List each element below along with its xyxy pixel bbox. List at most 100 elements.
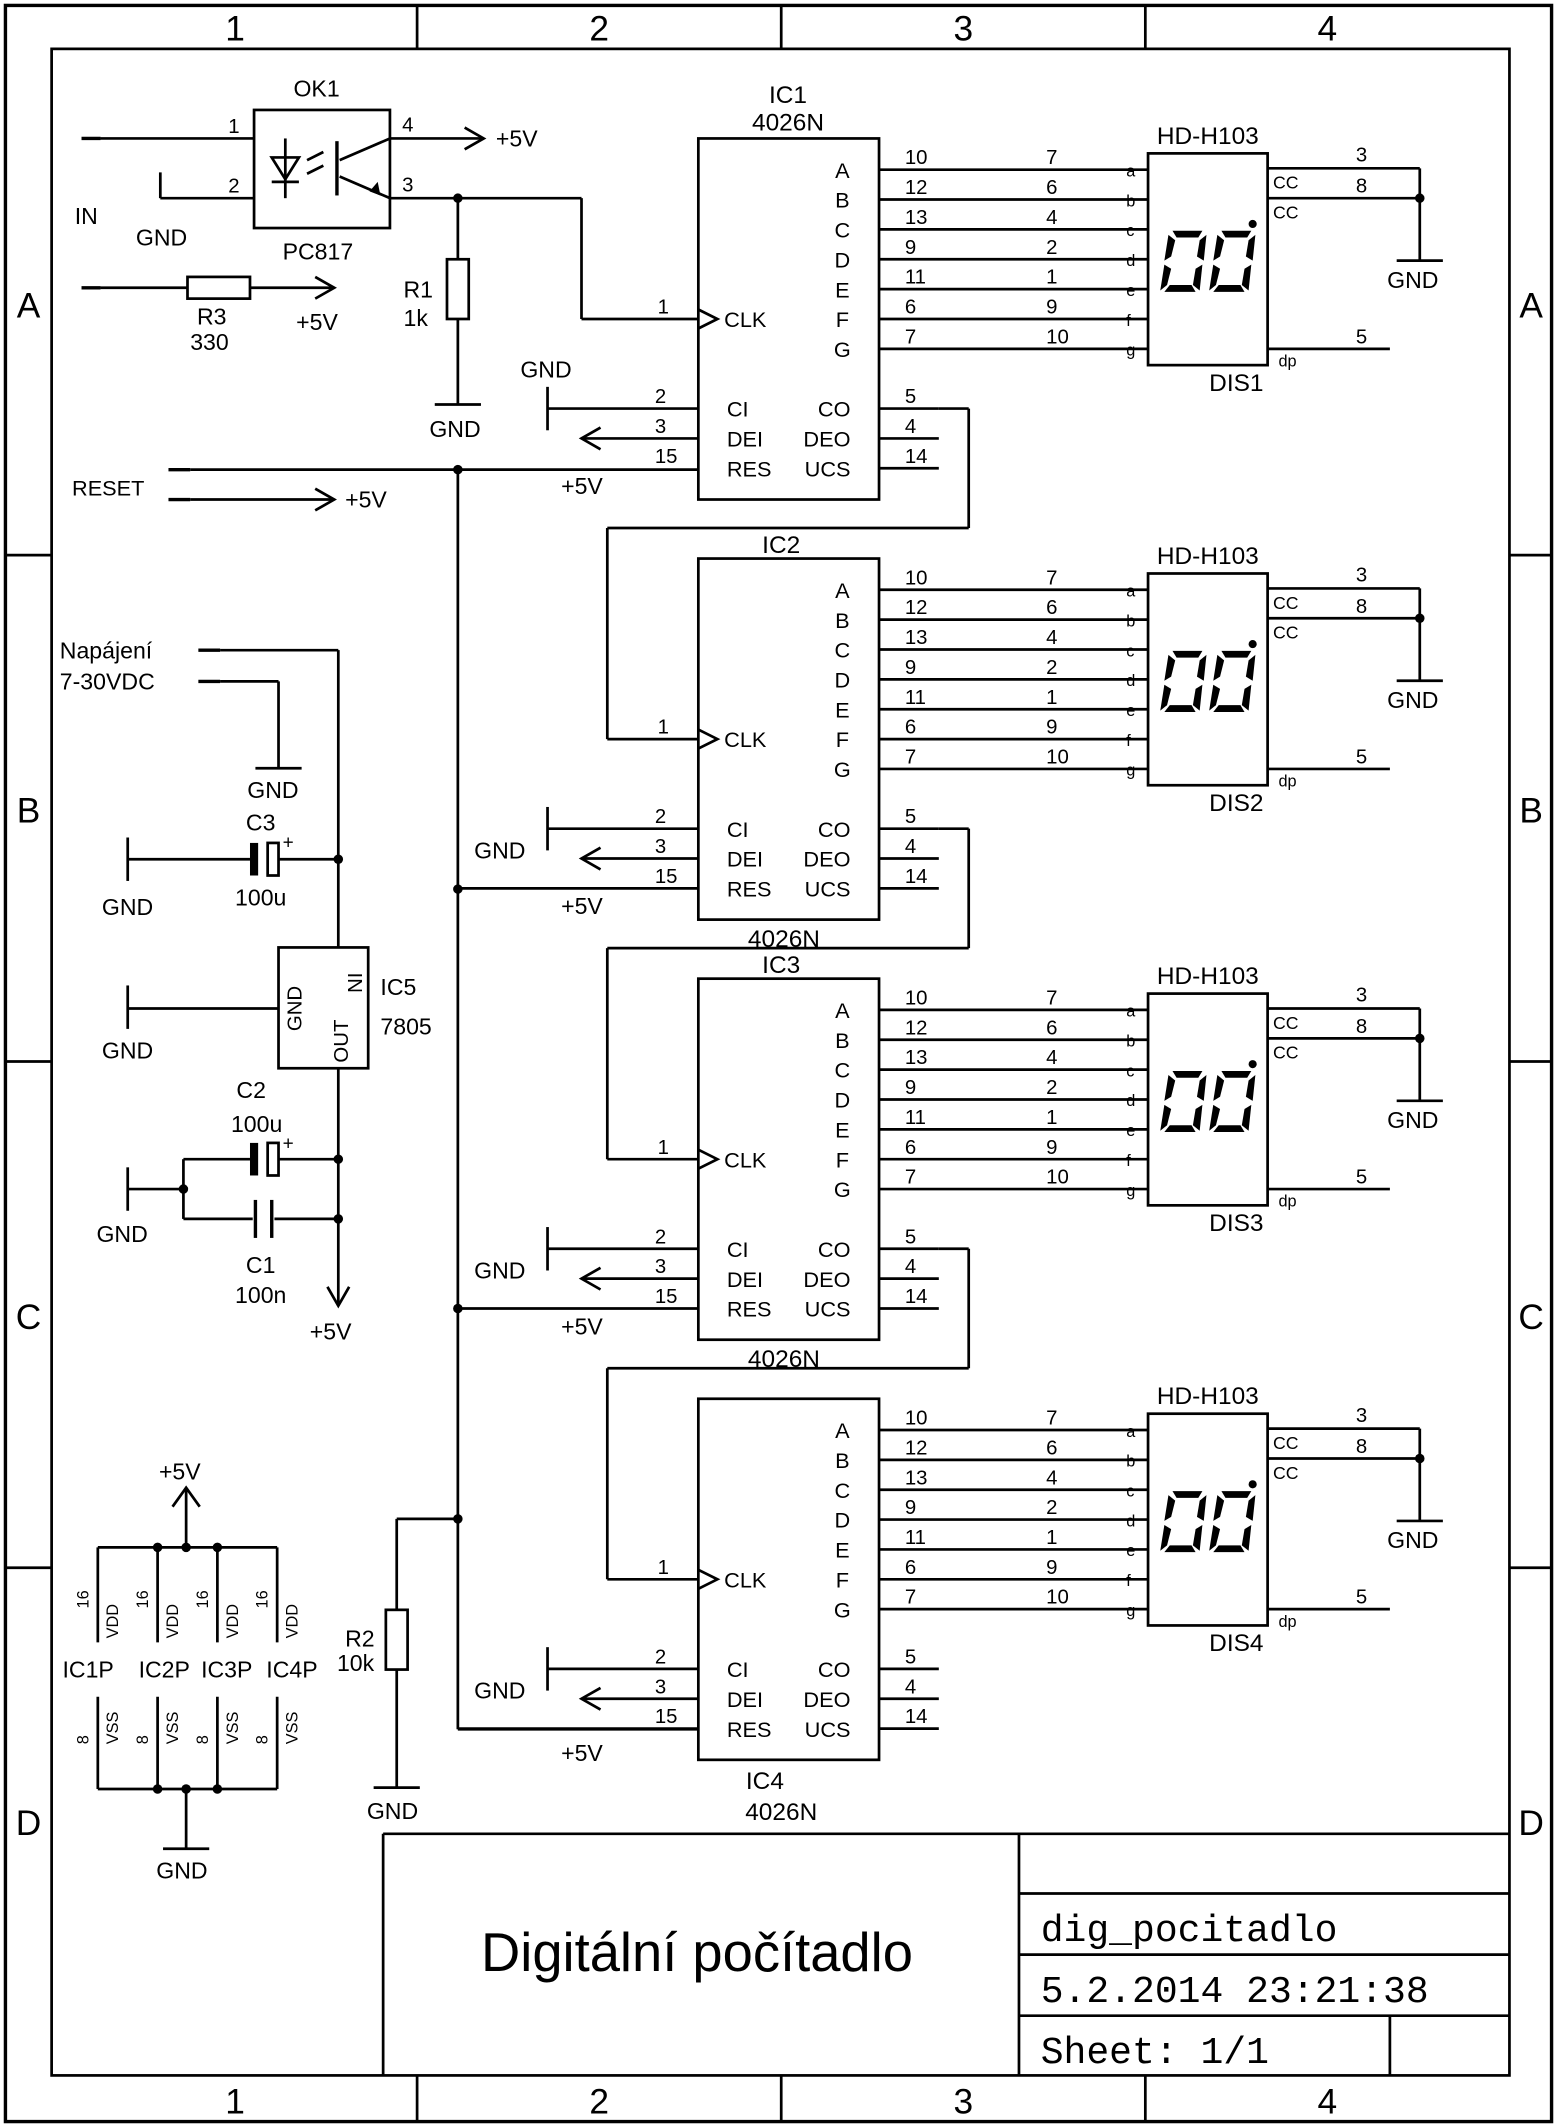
gnd-label: GND xyxy=(429,416,480,442)
display-segment-label: c xyxy=(1126,1062,1134,1080)
display-segment xyxy=(1164,1545,1196,1553)
display-segment-pin: 6 xyxy=(1046,1017,1057,1039)
gnd-label: GND xyxy=(156,1858,207,1884)
display-dp-pin: 5 xyxy=(1356,1167,1367,1189)
resistor-name: R1 xyxy=(404,276,434,302)
counter-output-pin: 7 xyxy=(905,1167,916,1189)
reset-bus: R2 10k GND xyxy=(337,464,699,1824)
decimal-point xyxy=(1248,1480,1257,1489)
gnd-label: GND xyxy=(1387,687,1438,713)
vcc-label: +5V xyxy=(496,126,538,152)
display-segment-label: c xyxy=(1126,222,1134,240)
display-cc-label: CC xyxy=(1273,1463,1299,1483)
counter-left-pin: 2 xyxy=(655,386,666,408)
arrow xyxy=(578,426,602,451)
display-cc-label: CC xyxy=(1273,1013,1299,1033)
display-segment xyxy=(1192,1104,1203,1131)
counter-left-label: DEI xyxy=(727,427,763,452)
counter-clk-label: CLK xyxy=(724,307,767,332)
counter-left-pin: 2 xyxy=(655,1226,666,1248)
display-segment xyxy=(1241,1104,1252,1131)
vss-pin-num: 8 xyxy=(254,1735,272,1744)
counter-output-pin: 10 xyxy=(905,567,928,589)
display-segment xyxy=(1164,654,1176,681)
display-segment-label: g xyxy=(1126,762,1135,780)
display-cc-label: CC xyxy=(1273,203,1299,223)
counter-part: 4026N xyxy=(745,1799,817,1826)
display-segment-pin: 10 xyxy=(1046,326,1069,348)
display-segment xyxy=(1241,684,1252,711)
counter-output-pin: 13 xyxy=(905,627,928,649)
display-segment-pin: 9 xyxy=(1046,1137,1057,1159)
display-segment xyxy=(1241,264,1252,291)
display-segment xyxy=(1213,1545,1245,1553)
counter-right-pin: 4 xyxy=(905,836,916,858)
display-segment-pin: 7 xyxy=(1046,1408,1057,1430)
opto-pin-label: 2 xyxy=(228,176,239,198)
display-segment xyxy=(1172,1491,1203,1498)
display-segment xyxy=(1164,705,1196,712)
display-segment xyxy=(1245,654,1256,681)
counter-output-pin: 12 xyxy=(905,597,928,619)
display-segment-pin: 10 xyxy=(1046,1167,1069,1189)
supply-block: +5V GND IC1P IC2P IC3P IC4P 16 VDD 16 VD… xyxy=(62,1459,317,1884)
display-dp-label: dp xyxy=(1278,352,1296,370)
vcc-label: +5V xyxy=(561,473,603,499)
counter-left-pin: 3 xyxy=(655,416,666,438)
display-cc-label: CC xyxy=(1273,623,1299,643)
vss-pin-label: VSS xyxy=(164,1712,182,1745)
column-label: 1 xyxy=(225,10,245,49)
regulator-out-pin: OUT xyxy=(331,1020,353,1063)
display-segment xyxy=(1209,264,1221,291)
arrow xyxy=(578,1686,602,1711)
junction xyxy=(1415,1033,1425,1044)
vcc-label: +5V xyxy=(345,487,387,513)
gnd-label: GND xyxy=(102,894,153,920)
display-segment-pin: 4 xyxy=(1046,627,1057,649)
vdd-pin-label: VDD xyxy=(164,1604,182,1638)
display-segment xyxy=(1245,1075,1256,1101)
display-segment xyxy=(1221,1070,1252,1078)
display-name: DIS2 xyxy=(1209,790,1263,817)
counter-right-pin: 4 xyxy=(905,1256,916,1278)
counter-right-pin: 5 xyxy=(905,806,916,828)
counter-output-pin: 10 xyxy=(905,1408,928,1430)
vcc-label: +5V xyxy=(310,1319,352,1345)
display-segment-label: c xyxy=(1126,1483,1134,1501)
power-range: 7-30VDC xyxy=(60,669,155,695)
display-body xyxy=(1146,572,1269,787)
counter-left-pin: 15 xyxy=(655,446,678,468)
display-name: DIS3 xyxy=(1209,1210,1263,1237)
counter-name: IC2 xyxy=(762,532,800,559)
display-segment xyxy=(1160,264,1172,291)
counter-output-pin: 10 xyxy=(905,147,928,169)
counter-name: IC1 xyxy=(769,82,807,109)
display-segment xyxy=(1196,234,1207,261)
drawing-frame: 1 2 3 4 1 2 3 4 A B C D A B C D xyxy=(3,3,1554,2124)
display-segment-pin: 1 xyxy=(1046,687,1057,709)
regulator-part: 7805 xyxy=(380,1013,431,1039)
counter-output-label: F xyxy=(836,1147,849,1172)
vss-pin-num: 8 xyxy=(74,1735,92,1744)
counter-output-label: G xyxy=(834,757,851,782)
counter-output-label: C xyxy=(835,218,851,243)
counter-right-label: UCS xyxy=(805,456,851,481)
input-label: IN xyxy=(75,203,98,229)
counter-output-label: G xyxy=(834,1597,851,1622)
counter-output-label: E xyxy=(835,277,850,302)
counter-output-pin: 6 xyxy=(905,1137,916,1159)
opto-pin-label: 3 xyxy=(402,174,413,196)
counter-output-label: F xyxy=(836,727,849,752)
vss-pin-num: 8 xyxy=(194,1735,212,1744)
clk-marker xyxy=(697,728,721,750)
counter-output-pin: 9 xyxy=(905,1077,916,1099)
display-segment-pin: 4 xyxy=(1046,207,1057,229)
opto-part: PC817 xyxy=(283,238,354,264)
decimal-point xyxy=(1248,1060,1257,1069)
display-segment-pin: 6 xyxy=(1046,177,1057,199)
counter-clk-label: CLK xyxy=(724,1567,767,1592)
counter-right-pin: 5 xyxy=(905,1226,916,1248)
counter-clk-pin: 1 xyxy=(658,1137,669,1159)
counter-output-pin: 13 xyxy=(905,1467,928,1489)
